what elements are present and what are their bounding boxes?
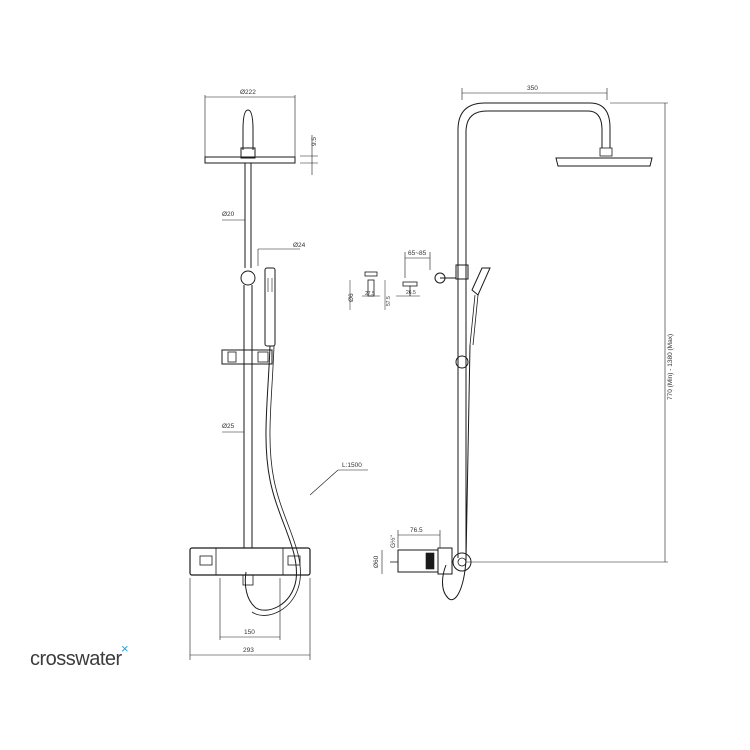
side-slider: [455, 264, 469, 280]
dim-side-bracket-depth: 65~85: [408, 250, 427, 257]
dim-front-handset: Ø24: [293, 242, 306, 249]
dim-valve-centres: 150: [244, 629, 255, 636]
dim-side-height-range: 770 (Min) - 1380 (Max): [667, 334, 674, 400]
dim-front-head-diameter: Ø222: [240, 89, 256, 96]
dim-hose-length: L:1500: [342, 462, 362, 469]
dim-side-valve-diameter: Ø60: [373, 555, 380, 568]
dim-side-fix-1: Ø6: [348, 293, 355, 302]
side-hose: [442, 344, 471, 601]
dim-side-fix-2: 27.5: [365, 291, 375, 297]
dim-side-valve-thread: G½": [389, 535, 397, 548]
side-view: [349, 88, 668, 601]
dim-side-valve-projection: 76.5: [410, 527, 423, 534]
dim-side-fix-4: 57.5: [386, 296, 392, 306]
side-shower-head: [555, 157, 653, 167]
front-slider-knob: [240, 270, 256, 286]
crosswater-logo: crosswater: [30, 648, 122, 670]
front-view: [189, 95, 368, 660]
crosswater-logo-mark: ×: [121, 641, 129, 656]
dim-front-upper-pipe: Ø20: [222, 211, 235, 218]
side-handset: [471, 267, 491, 296]
side-riser-arm: [457, 102, 611, 558]
wall-fixing-details: [349, 271, 420, 310]
dim-front-head-thickness: 9.5: [311, 137, 318, 146]
front-shower-head: [204, 156, 296, 164]
dim-front-lower-pipe: Ø25: [222, 423, 235, 430]
front-hose: [244, 345, 297, 611]
front-handset: [264, 267, 276, 347]
front-handset-holder: [221, 349, 273, 365]
dim-side-arm-projection: 350: [527, 85, 538, 92]
dim-valve-width: 293: [243, 647, 254, 654]
front-valve-body: [189, 547, 311, 576]
dim-side-fix-3: 26.5: [406, 290, 416, 296]
front-head-arm: [242, 109, 254, 150]
